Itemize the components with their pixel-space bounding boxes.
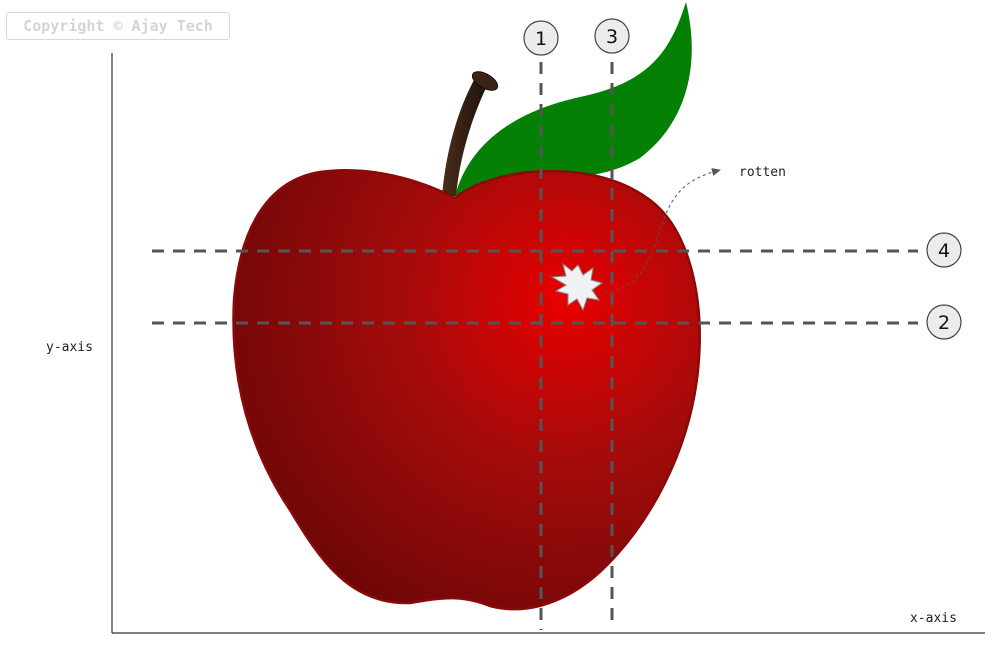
marker-3: 3 <box>594 18 630 54</box>
x-axis-label: x-axis <box>910 611 957 626</box>
marker-2-label: 2 <box>938 312 950 334</box>
rotten-label: rotten <box>739 165 786 180</box>
marker-3-label: 3 <box>606 26 618 48</box>
marker-1-label: 1 <box>535 28 547 50</box>
marker-4: 4 <box>926 232 962 268</box>
apple-body <box>232 168 701 611</box>
stem <box>442 80 486 196</box>
rotten-spot <box>550 262 604 312</box>
marker-1: 1 <box>523 20 559 56</box>
copyright-watermark: Copyright © Ajay Tech <box>6 12 230 40</box>
marker-2: 2 <box>926 304 962 340</box>
y-axis-label: y-axis <box>46 340 93 355</box>
leaf <box>455 2 692 196</box>
marker-4-label: 4 <box>938 240 950 262</box>
stem-tip <box>471 71 499 91</box>
